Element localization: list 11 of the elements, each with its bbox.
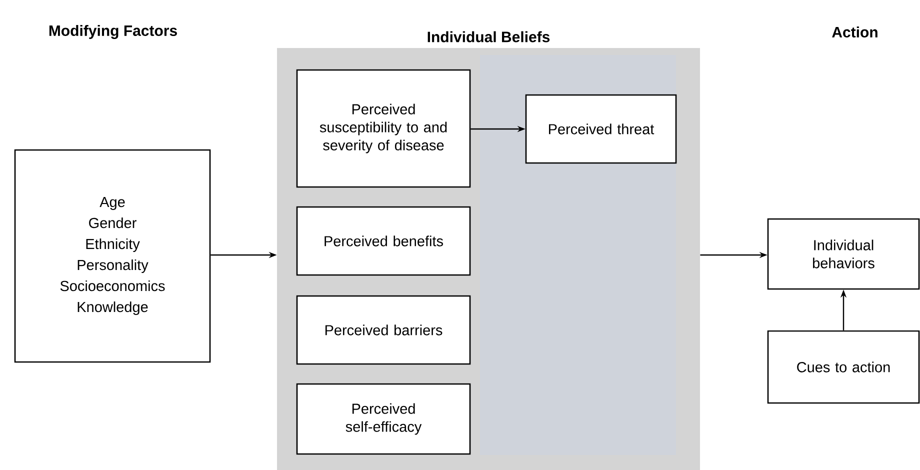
- action-box: Individual behaviors: [767, 218, 920, 290]
- belief-box: Perceived benefits: [296, 206, 471, 276]
- belief-box: Perceived threat: [525, 94, 677, 164]
- node-label: Individual Beliefs: [428, 31, 550, 42]
- column-heading: Modifying Factors: [49, 24, 177, 40]
- belief-box: Perceived self-efficacy: [296, 383, 471, 455]
- belief-box: Perceived susceptibility to and severity of disease: [296, 69, 471, 188]
- action-box: Cues to action: [767, 330, 920, 404]
- belief-box: Perceived barriers: [296, 295, 471, 365]
- column-heading: Action: [832, 26, 878, 38]
- factor-list-box: Age Gender Ethnicity Personality Socioeconomics Knowledge: [14, 149, 211, 363]
